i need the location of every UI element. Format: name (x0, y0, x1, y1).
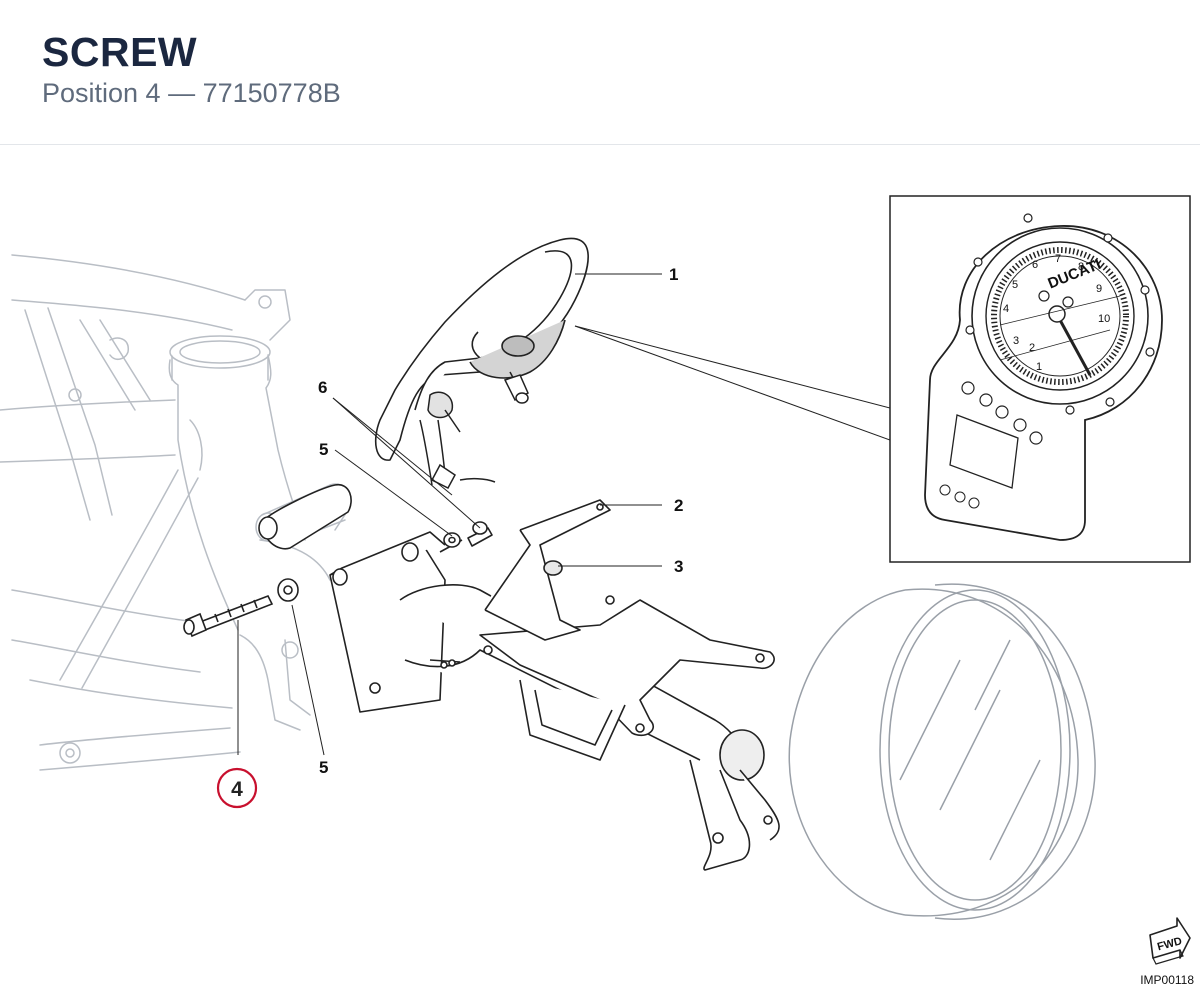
callout-5-upper[interactable]: 5 (319, 440, 328, 459)
headlight-drawing (788, 583, 1096, 920)
callout-5-lower[interactable]: 5 (319, 758, 328, 777)
reference-code: IMP00118 (1140, 973, 1194, 987)
gauge-number-9: 9 (1096, 283, 1102, 295)
callout-6[interactable]: 6 (318, 378, 327, 397)
gauge-number-6: 6 (1032, 259, 1038, 271)
leader-lines (237, 273, 662, 756)
instrument-cluster-drawing (374, 237, 589, 461)
headlight-bracket-drawing (258, 484, 780, 871)
gauge-number-5: 5 (1012, 279, 1018, 291)
gauge-number-3: 3 (1013, 335, 1019, 347)
frame-drawing (0, 254, 350, 771)
gauge-number-4: 4 (1003, 303, 1009, 315)
callout-1[interactable]: 1 (669, 265, 678, 284)
highlight-ring (216, 767, 258, 809)
callout-2[interactable]: 2 (674, 496, 683, 515)
dashboard-bolts (419, 371, 529, 489)
page-subtitle: Position 4 — 77150778B (42, 78, 341, 108)
gauge-number-7: 7 (1055, 253, 1061, 265)
gauge-number-2: 2 (1029, 342, 1035, 354)
callout-4-highlighted[interactable]: 4 (216, 767, 258, 809)
page-title: SCREW (42, 29, 198, 75)
fwd-arrow-icon: FWD (1149, 917, 1191, 965)
screw-part-4 (183, 594, 274, 638)
header: SCREW Position 4 — 77150778B (0, 0, 1200, 145)
callout-3[interactable]: 3 (674, 557, 683, 576)
callout-4[interactable]: 4 (231, 778, 243, 801)
gauge-number-10: 10 (1098, 313, 1110, 325)
gauge-number-1: 1 (1036, 361, 1042, 373)
instrument-inset: 1 2 3 4 5 6 7 8 9 10 DUCATI (574, 195, 1191, 563)
gauge-number-8: 8 (1078, 261, 1084, 273)
washer-part-5 (277, 578, 299, 602)
